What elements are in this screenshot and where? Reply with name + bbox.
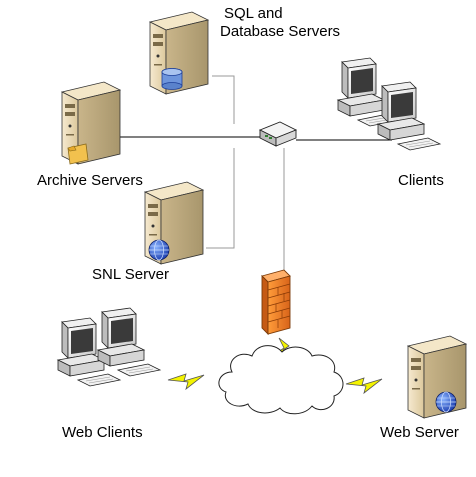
- web-server-label: Web Server: [380, 424, 459, 441]
- cloud-icon: [218, 345, 344, 415]
- workstation-icon: [97, 307, 161, 377]
- web-clients-node[interactable]: [57, 307, 161, 387]
- web-server-node[interactable]: [407, 335, 467, 419]
- network-hub-icon: [258, 121, 298, 147]
- sql-database-servers-label: SQL and Database Servers: [220, 5, 340, 41]
- lightning-links: [167, 337, 383, 395]
- sql-label-line1: SQL and: [224, 5, 283, 22]
- internet-cloud-node[interactable]: [218, 345, 344, 415]
- sql-to-hub-line: [212, 75, 235, 124]
- clients-node[interactable]: [337, 57, 441, 151]
- lightning-webclients-icon: [167, 373, 205, 391]
- firewall-icon: [261, 269, 291, 336]
- sql-server-node[interactable]: [149, 11, 209, 95]
- hub-node[interactable]: [258, 121, 298, 147]
- snl-server-node[interactable]: [144, 181, 204, 265]
- lightning-webserver-icon: [345, 377, 383, 395]
- sql-label-line2: Database Servers: [220, 23, 341, 40]
- snl-to-hub-line: [206, 148, 235, 249]
- archive-servers-label: Archive Servers: [37, 172, 143, 189]
- firewall-node[interactable]: [261, 269, 291, 336]
- database-cylinder-icon: [161, 68, 183, 90]
- folder-icon: [67, 143, 89, 165]
- globe-icon: [148, 239, 170, 261]
- web-clients-label: Web Clients: [62, 424, 143, 441]
- archive-server-node[interactable]: [61, 81, 121, 165]
- snl-server-label: SNL Server: [92, 266, 169, 283]
- clients-label: Clients: [398, 172, 444, 189]
- globe-icon: [435, 391, 457, 413]
- connector-lines: [120, 75, 392, 272]
